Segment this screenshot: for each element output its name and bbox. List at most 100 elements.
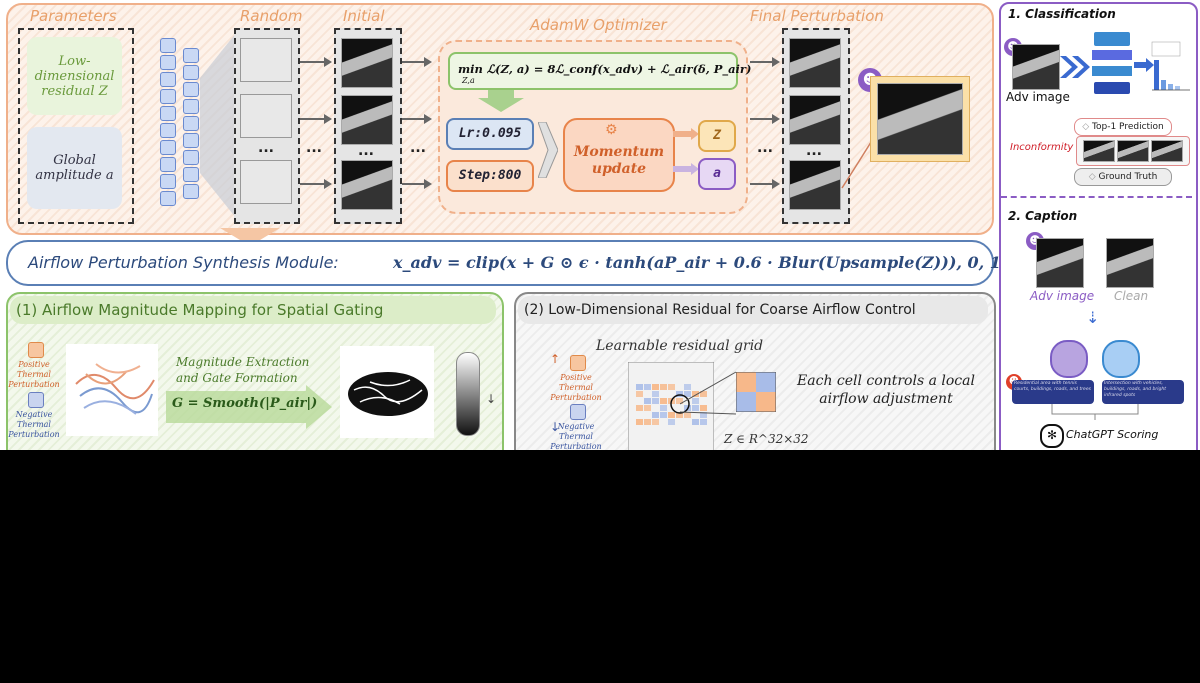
- cap-node-left: [1050, 340, 1088, 378]
- grid-cell: [668, 412, 675, 418]
- cap-right-text: Intersection with vehicles, buildings, r…: [1104, 381, 1166, 398]
- loss-formula-box: min ℒ(Z, a) = 8ℒ_conf(x_adv) + ℒ_air(δ, …: [448, 52, 751, 90]
- arrow-i-o-1-head: [424, 57, 432, 67]
- grid-cell: [700, 391, 707, 397]
- arrow-i-o-3-head: [424, 179, 432, 189]
- model-bottom: [1094, 82, 1130, 94]
- grid-cell: [636, 419, 643, 425]
- neuron-node: [160, 72, 176, 87]
- arrow-r-i-1-head: [324, 57, 332, 67]
- param-z-card: Low- dimensional residual Z: [27, 37, 122, 115]
- neuron-node: [160, 140, 176, 155]
- s2-up-arrow: ↑: [550, 352, 561, 366]
- arrow-r-i-3: [300, 183, 326, 185]
- random-tile-2: [240, 94, 292, 138]
- diagram-canvas: Parameters Random Initial AdamW Optimize…: [0, 0, 1200, 450]
- grid-cell: [684, 412, 691, 418]
- a-output-box: a: [698, 158, 736, 190]
- cap-left-box: Residential area with tennis courts, bui…: [1012, 380, 1094, 404]
- final-tile-1: [789, 38, 841, 88]
- optimizer-title: AdamW Optimizer: [530, 16, 667, 34]
- ri-ellipsis: ...: [306, 140, 322, 156]
- section2-title-bar: (2) Low-Dimensional Residual for Coarse …: [518, 296, 988, 324]
- neuron-node: [160, 106, 176, 121]
- adv-output-image: [877, 83, 963, 155]
- zoom-lines: [680, 371, 737, 415]
- initial-tile-3: [341, 160, 393, 210]
- cls-flow-arrows: [1060, 56, 1090, 78]
- arrow-i-o-2: [402, 118, 426, 120]
- gt-image-2: [1117, 140, 1149, 162]
- grid-cell: [676, 398, 683, 404]
- output-arrows: [673, 128, 699, 175]
- gt-label: Ground Truth: [1098, 172, 1158, 182]
- gate-mask-image: [340, 346, 434, 438]
- step-box: Step:800: [446, 160, 534, 192]
- neuron-node: [183, 48, 199, 63]
- arrow-o-f-1-head: [772, 57, 780, 67]
- neuron-node: [160, 89, 176, 104]
- grid-title: Learnable residual grid: [596, 338, 764, 354]
- random-tile-1: [240, 38, 292, 82]
- grid-cell: [700, 405, 707, 411]
- neuron-node: [160, 38, 176, 53]
- module-formula: x_adv = clip(x + G ⊙ ϵ · tanh(aP_air + 0…: [393, 253, 1009, 272]
- lr-box: Lr:0.095: [446, 118, 534, 150]
- grid-cell: [636, 384, 643, 390]
- neuron-node: [160, 157, 176, 172]
- grid-cell: [636, 405, 643, 411]
- gt-image-3: [1151, 140, 1183, 162]
- grid-cell: [700, 419, 707, 425]
- neuron-node: [160, 123, 176, 138]
- gt-badge: ◇ Ground Truth: [1074, 168, 1172, 186]
- s2-negative-label: Negative Thermal Perturbation: [550, 422, 602, 450]
- grid-cell: [676, 391, 683, 397]
- scoring-bracket: [1051, 404, 1139, 420]
- cap-node-right: [1102, 340, 1140, 378]
- grid-cell: [644, 398, 651, 404]
- section2-title: (2) Low-Dimensional Residual for Coarse …: [524, 302, 916, 318]
- adv-output-frame: [870, 76, 970, 162]
- classification-title: 1. Classification: [1008, 7, 1116, 21]
- module-bar: Airflow Perturbation Synthesis Module: x…: [6, 240, 1009, 286]
- arrow-o-f-3: [750, 183, 774, 185]
- z-output-box: Z: [698, 120, 736, 152]
- neuron-node: [183, 167, 199, 182]
- a-output-label: a: [713, 166, 721, 181]
- model-block: [1092, 32, 1132, 96]
- grid-cell: [660, 398, 667, 404]
- arrow-o-f-1: [750, 61, 774, 63]
- grid-cell: [700, 412, 707, 418]
- top1-bar-chart: [1151, 41, 1190, 91]
- random-tile-3: [240, 160, 292, 204]
- cap-arrow-icon: ⇣: [1086, 308, 1100, 327]
- lr-label: Lr:0.095: [458, 126, 522, 141]
- caption-title: 2. Caption: [1008, 209, 1078, 223]
- grid-cell: [660, 412, 667, 418]
- io-ellipsis: ...: [410, 140, 426, 156]
- step-label: Step:800: [458, 168, 522, 183]
- parameters-title: Parameters: [30, 7, 117, 25]
- down-arrow-green: [478, 90, 524, 112]
- arrow-i-o-3: [402, 183, 426, 185]
- model-top: [1094, 32, 1130, 46]
- of-ellipsis: ...: [757, 140, 773, 156]
- z-output-label: Z: [713, 128, 721, 143]
- inconformity-label: Inconformity: [1010, 142, 1074, 153]
- grid-cell: [660, 384, 667, 390]
- arrow-i-o-2-head: [424, 114, 432, 124]
- zoom-cell: [736, 372, 776, 412]
- bracket-arrow: [538, 122, 558, 178]
- gt-tag-icon: ◇: [1088, 172, 1099, 182]
- final-tile-3: [789, 160, 841, 210]
- grid-cell: [668, 384, 675, 390]
- gear-icon: ⚙: [605, 122, 618, 138]
- neuron-node: [160, 191, 176, 206]
- arrow-o-f-3-head: [772, 179, 780, 189]
- cap-clean-label: Clean: [1114, 289, 1149, 303]
- cap-adv-label: Adv image: [1030, 289, 1095, 303]
- initial-tile-1: [341, 38, 393, 88]
- arrow-o-f-2-head: [772, 114, 780, 124]
- top1-tag-icon: ◇: [1082, 122, 1093, 132]
- s1-positive-swatch: [28, 342, 44, 358]
